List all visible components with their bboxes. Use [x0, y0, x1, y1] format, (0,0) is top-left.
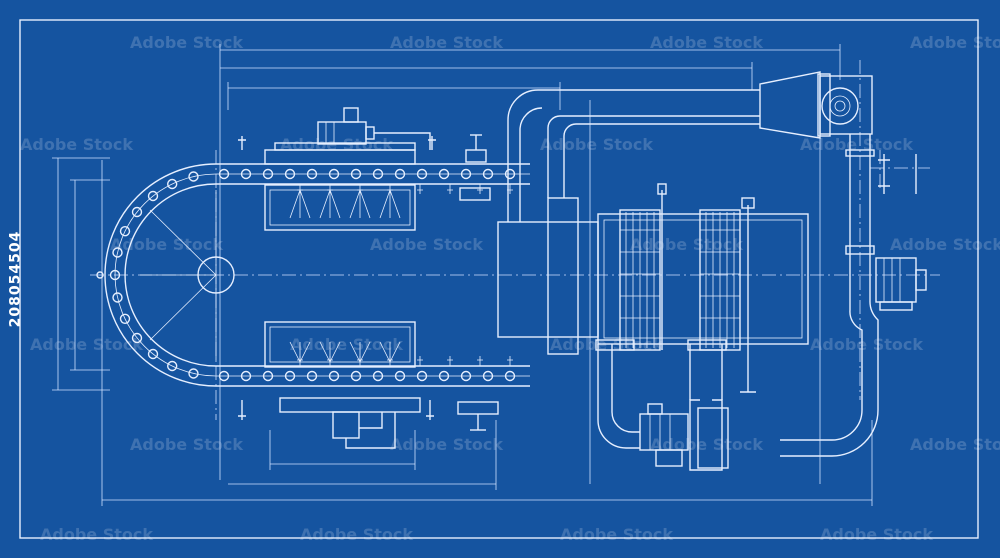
watermark-text: Adobe Stock: [650, 435, 763, 454]
watermark-text: Adobe Stock: [810, 335, 923, 354]
drum-ribs: [620, 212, 740, 348]
upper-spray-tank: [264, 107, 491, 231]
watermark-text: Adobe Stock: [630, 235, 743, 254]
chain-roller: [218, 370, 230, 382]
left-markers: [96, 136, 436, 420]
chain-roller: [188, 368, 199, 379]
chain-pin: [507, 356, 513, 366]
lower-spray-tank: [264, 321, 499, 449]
lower-ductwork: [595, 339, 727, 471]
chain-roller: [262, 370, 274, 382]
watermark-text: Adobe Stock: [560, 525, 673, 544]
chain-pin: [447, 356, 453, 366]
chain-pin: [447, 184, 453, 194]
chain-roller: [328, 370, 340, 382]
chain-roller: [350, 168, 362, 180]
watermark-text: Adobe Stock: [290, 335, 403, 354]
watermark-text: Adobe Stock: [390, 33, 503, 52]
chain-roller: [240, 168, 252, 180]
chain-roller: [416, 168, 428, 180]
chain-roller: [438, 370, 450, 382]
chain-roller: [166, 178, 178, 190]
chain-roller: [328, 168, 340, 180]
chain-pin: [477, 184, 483, 194]
stock-id-label: 208054504: [7, 230, 24, 328]
dimension-lines: [52, 44, 873, 506]
chain-roller: [306, 168, 318, 180]
drawing-frame: [19, 19, 979, 539]
chain-roller: [482, 370, 494, 382]
lower-fan-motor-icon: [639, 403, 729, 469]
upper-motor-icon: [317, 107, 431, 150]
chain-roller: [284, 370, 296, 382]
chain-roller: [112, 247, 123, 258]
rotary-drum: [497, 183, 809, 393]
chain-roller: [218, 168, 230, 180]
fan-blower-icon: [819, 75, 873, 135]
chain-roller: [284, 168, 296, 180]
chain-roller: [394, 168, 406, 180]
watermark-text: Adobe Stock: [650, 33, 763, 52]
right-motor-icon: [875, 257, 927, 311]
chain-roller: [109, 269, 121, 281]
upper-spray-nozzles: [289, 189, 401, 219]
chain-roller: [166, 360, 178, 372]
chain-roller: [460, 168, 472, 180]
right-edge-marker: [878, 154, 917, 194]
watermark-text: Adobe Stock: [800, 135, 913, 154]
watermark-text: Adobe Stock: [890, 235, 1000, 254]
chain-roller: [306, 370, 318, 382]
chain-roller: [147, 190, 159, 202]
watermark-text: Adobe Stock: [820, 525, 933, 544]
watermark-text: Adobe Stock: [300, 525, 413, 544]
chain-roller: [350, 370, 362, 382]
right-vertical-pipe: [780, 134, 879, 457]
watermark-text: Adobe Stock: [130, 33, 243, 52]
chain-roller: [119, 313, 131, 324]
chain-roller: [240, 370, 252, 382]
chain-roller: [372, 370, 384, 382]
chain-roller: [112, 292, 123, 303]
watermark-text: Adobe Stock: [110, 235, 223, 254]
chain-roller: [188, 171, 199, 182]
watermark-text: Adobe Stock: [30, 335, 143, 354]
chain-roller: [131, 206, 143, 218]
chain-pin: [477, 356, 483, 366]
upper-ductwork: [507, 71, 831, 222]
chain-roller: [394, 370, 406, 382]
chain-pin: [417, 184, 423, 194]
chain-rollers: [109, 168, 516, 382]
chain-roller: [131, 332, 143, 344]
chain-roller: [438, 168, 450, 180]
chain-roller: [460, 370, 472, 382]
lower-pump-icon: [332, 411, 396, 449]
chain-pin: [417, 356, 423, 366]
lower-spray-nozzles: [289, 341, 401, 363]
watermark-text: Adobe Stock: [910, 33, 1000, 52]
lower-valve-icon: [457, 401, 499, 431]
chain-roller: [147, 348, 159, 360]
watermark-text: Adobe Stock: [40, 525, 153, 544]
watermark-text: Adobe Stock: [370, 235, 483, 254]
chain-roller: [372, 168, 384, 180]
chain-roller: [262, 168, 274, 180]
chain-roller: [482, 168, 494, 180]
watermark-text: Adobe Stock: [390, 435, 503, 454]
chain-roller: [504, 370, 516, 382]
chain-roller: [504, 168, 516, 180]
watermark-text: Adobe Stock: [540, 135, 653, 154]
drive-sprocket: [140, 190, 235, 360]
upper-valve-icon: [459, 134, 491, 201]
chain-roller: [416, 370, 428, 382]
watermark-text: Adobe Stock: [130, 435, 243, 454]
center-lines: [90, 60, 940, 420]
chain-roller: [119, 225, 131, 237]
watermark-text: Adobe Stock: [20, 135, 133, 154]
watermark-text: Adobe Stock: [910, 435, 1000, 454]
